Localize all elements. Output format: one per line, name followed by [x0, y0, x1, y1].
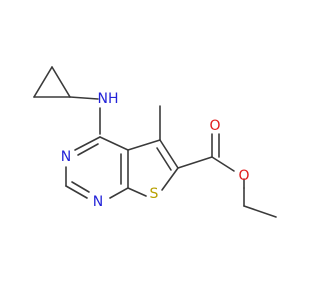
bond [33, 66, 53, 98]
bond [71, 181, 90, 193]
thiophene-ring [127, 139, 179, 197]
atom-label-o-carbonyl: O [209, 118, 220, 134]
bond [156, 147, 172, 171]
bond [177, 156, 213, 169]
molecule-structure: NH N N S O O [33, 66, 277, 218]
atom-label-nh: NH [98, 91, 119, 107]
atom-label-n3: N [61, 149, 71, 165]
cyclopropyl-ring [33, 66, 71, 98]
bond [127, 187, 147, 197]
atom-label-n1: N [93, 194, 103, 210]
bond [99, 136, 129, 151]
bond [161, 167, 179, 191]
bond [159, 139, 179, 169]
pyrimidine-ring [65, 136, 129, 199]
bond [51, 66, 71, 98]
bond [127, 139, 161, 151]
bond [77, 143, 99, 156]
bond [74, 136, 101, 151]
bond [211, 156, 235, 172]
atom-label-o-ester: O [238, 168, 249, 184]
bond [243, 205, 277, 218]
bond [69, 96, 99, 100]
ethyl-ester-group [177, 133, 277, 218]
bond [65, 185, 88, 199]
atom-label-s: S [150, 186, 159, 202]
bond [109, 187, 129, 199]
